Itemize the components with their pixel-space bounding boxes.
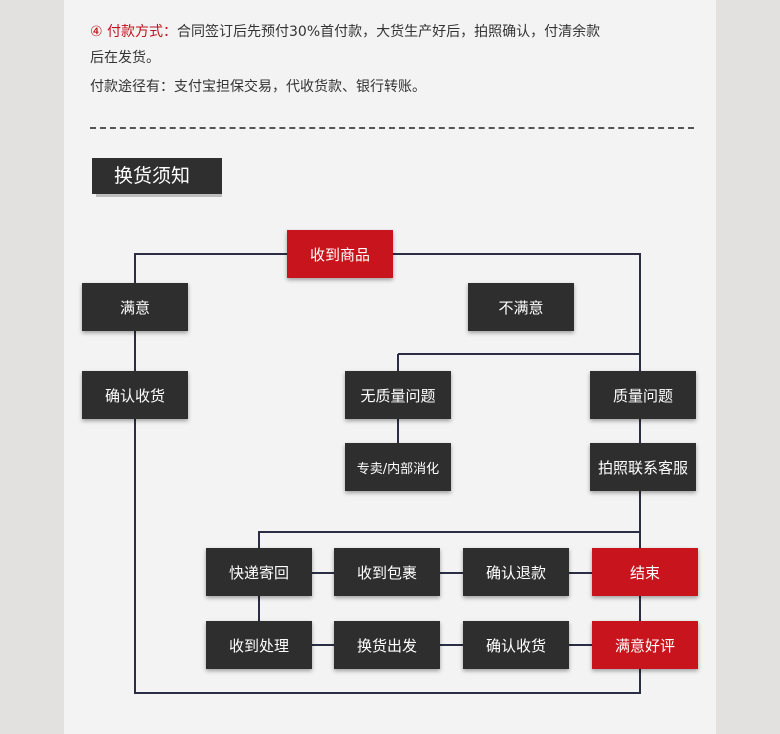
right-margin bbox=[716, 0, 780, 734]
payment-line-1: ④ 付款方式：合同签订后先预付30%首付款，大货生产好后，拍照确认，付清余款 bbox=[90, 20, 600, 44]
node-confirm-refund: 确认退款 bbox=[463, 548, 569, 596]
payment-line-3: 付款途径有：支付宝担保交易，代收货款、银行转账。 bbox=[90, 79, 426, 95]
left-margin bbox=[0, 0, 64, 734]
heading-shadow bbox=[96, 193, 222, 197]
node-unsatisfied: 不满意 bbox=[468, 283, 574, 331]
node-confirm-receipt-2: 确认收货 bbox=[463, 621, 569, 669]
node-satisfied: 满意 bbox=[82, 283, 188, 331]
node-photo-contact: 拍照联系客服 bbox=[590, 443, 696, 491]
node-quality-issue: 质量问题 bbox=[590, 371, 696, 419]
payment-line-2: 后在发货。 bbox=[90, 50, 160, 66]
node-process: 收到处理 bbox=[206, 621, 312, 669]
node-receive-goods: 收到商品 bbox=[287, 230, 393, 278]
node-receive-package: 收到包裹 bbox=[334, 548, 440, 596]
connector-photo-return bbox=[258, 492, 641, 548]
content-panel bbox=[64, 0, 716, 734]
node-confirm-receipt: 确认收货 bbox=[82, 371, 188, 419]
node-ship-exchange: 换货出发 bbox=[334, 621, 440, 669]
node-no-quality-issue: 无质量问题 bbox=[345, 371, 451, 419]
section-heading: 换货须知 bbox=[92, 158, 222, 194]
node-internal-sale: 专卖/内部消化 bbox=[345, 443, 451, 491]
payment-method-label: ④ 付款方式： bbox=[90, 24, 178, 40]
node-good-review: 满意好评 bbox=[592, 621, 698, 669]
payment-method-text: 合同签订后先预付30%首付款，大货生产好后，拍照确认，付清余款 bbox=[177, 24, 601, 40]
node-express-return: 快递寄回 bbox=[206, 548, 312, 596]
dashed-divider bbox=[90, 127, 694, 129]
node-end: 结束 bbox=[592, 548, 698, 596]
